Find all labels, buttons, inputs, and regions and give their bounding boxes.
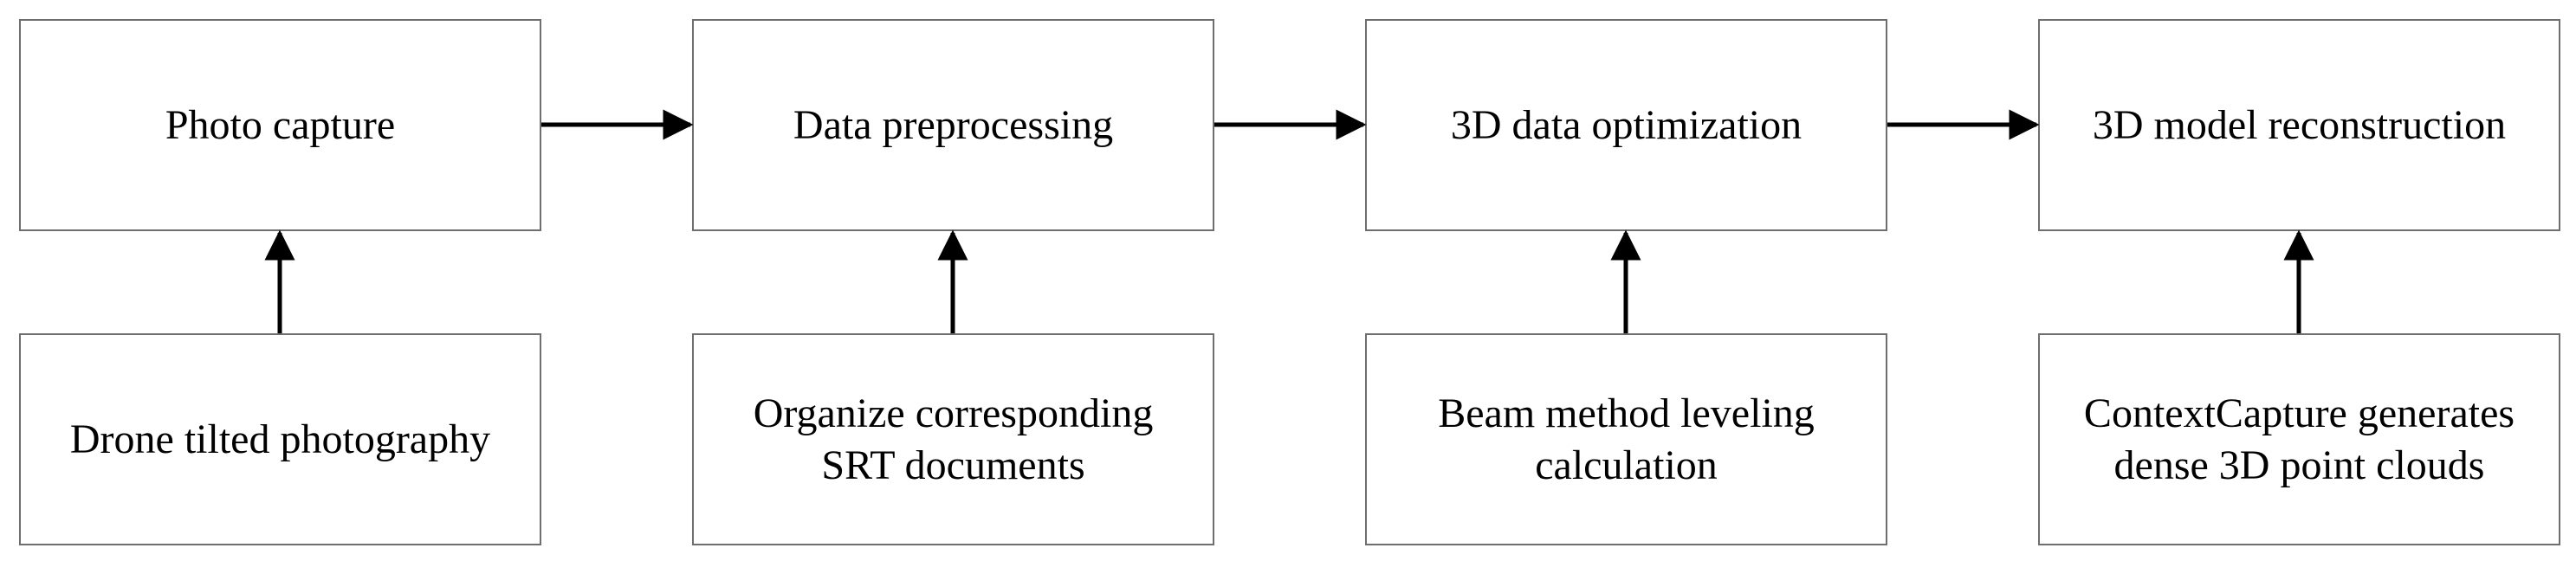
input-organize-srt-documents-line-1: Organize corresponding <box>753 390 1154 436</box>
step-3d-model-reconstruction: 3D model reconstruction <box>2038 19 2560 231</box>
step-photo-capture: Photo capture <box>19 19 541 231</box>
input-organize-srt-documents: Organize corresponding SRT documents <box>692 333 1214 545</box>
input-drone-tilted-photography-line-1: Drone tilted photography <box>69 416 491 462</box>
input-organize-srt-documents-line-2: SRT documents <box>821 442 1085 488</box>
step-3d-data-optimization-label: 3D data optimization <box>1450 101 1803 148</box>
input-beam-method-leveling-text: Beam method leveling calculation <box>1438 388 1815 492</box>
step-data-preprocessing-label: Data preprocessing <box>793 101 1114 148</box>
input-organize-srt-documents-text: Organize corresponding SRT documents <box>754 388 1154 492</box>
input-beam-method-leveling: Beam method leveling calculation <box>1365 333 1887 545</box>
input-contextcapture-point-clouds: ContextCapture generates dense 3D point … <box>2038 333 2560 545</box>
input-contextcapture-point-clouds-line-2: dense 3D point clouds <box>2113 442 2485 488</box>
step-3d-data-optimization: 3D data optimization <box>1365 19 1887 231</box>
input-beam-method-leveling-line-2: calculation <box>1535 442 1718 488</box>
input-contextcapture-point-clouds-line-1: ContextCapture generates <box>2083 390 2515 436</box>
input-contextcapture-point-clouds-text: ContextCapture generates dense 3D point … <box>2084 388 2515 492</box>
step-photo-capture-label: Photo capture <box>165 101 396 148</box>
input-beam-method-leveling-line-1: Beam method leveling <box>1438 390 1815 436</box>
input-drone-tilted-photography-text: Drone tilted photography <box>70 414 490 466</box>
input-drone-tilted-photography: Drone tilted photography <box>19 333 541 545</box>
step-3d-model-reconstruction-label: 3D model reconstruction <box>2092 101 2507 148</box>
